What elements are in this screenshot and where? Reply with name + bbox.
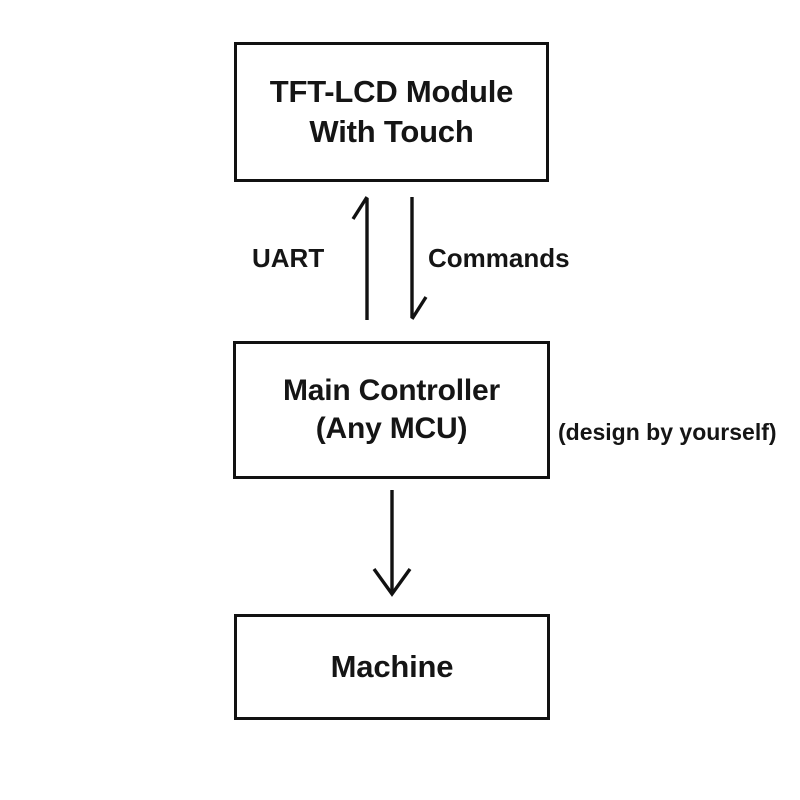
node-tft-lcd-module[interactable]: TFT-LCD Module With Touch (234, 42, 549, 182)
annotation-design-by-yourself: (design by yourself) (558, 419, 777, 445)
edge-label-commands: Commands (428, 243, 570, 273)
node-main-controller[interactable]: Main Controller (Any MCU) (233, 341, 550, 479)
node-main-controller-line1: Main Controller (282, 373, 500, 407)
node-tft-lcd-module-line1: TFT-LCD Module (269, 74, 514, 110)
node-main-controller-line2: (Any MCU) (315, 412, 468, 445)
node-tft-lcd-module-line2: With Touch (309, 114, 474, 149)
arrow-uart-up (351, 196, 369, 320)
node-machine[interactable]: Machine (234, 614, 550, 720)
node-machine-line1: Machine (330, 649, 454, 685)
edge-label-uart: UART (252, 243, 325, 273)
arrow-controller-to-machine (372, 490, 412, 597)
arrow-commands-down (410, 197, 428, 320)
